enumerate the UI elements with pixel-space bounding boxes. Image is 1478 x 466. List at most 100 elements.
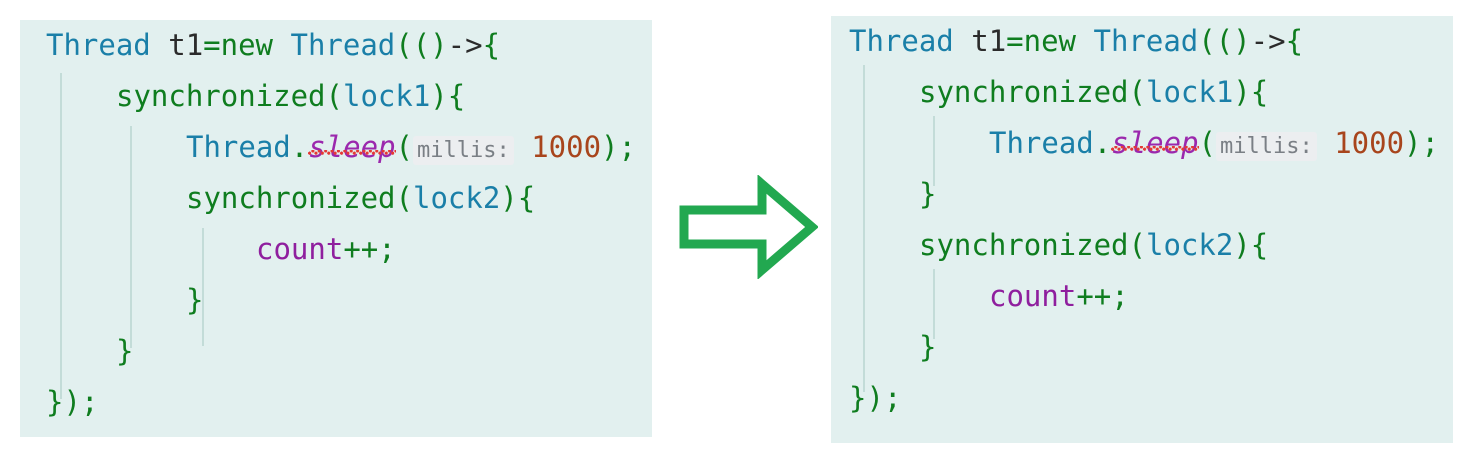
token-punct: )	[63, 385, 81, 419]
indent-guide	[202, 228, 204, 346]
token-punct: (	[1198, 126, 1217, 160]
code-line[interactable]: Thread t1=new Thread(()->{	[20, 20, 652, 71]
code-line[interactable]: Thread.sleep(millis: 1000);	[831, 118, 1453, 169]
code-line[interactable]: Thread.sleep(millis: 1000);	[20, 122, 652, 173]
token-punct: )	[1233, 228, 1251, 262]
token-punct: (	[1128, 75, 1146, 109]
token-method: synchronized	[919, 228, 1129, 262]
token-field: count	[989, 279, 1077, 313]
code-panel-after: Thread t1=new Thread(()->{synchronized(l…	[831, 16, 1453, 443]
token-punct: )	[1233, 75, 1251, 109]
token-punct: {	[1285, 24, 1304, 58]
token-kw: ++	[343, 232, 379, 266]
token-ident: t1	[971, 24, 1007, 58]
token-method: synchronized	[919, 75, 1129, 109]
token-kw: new	[1023, 24, 1077, 58]
code-line[interactable]: }	[831, 322, 1453, 373]
token-punct: {	[1250, 75, 1269, 109]
indent-guide	[933, 116, 935, 186]
token-plain	[151, 28, 168, 62]
token-var: lock2	[412, 181, 501, 215]
code-line[interactable]: count++;	[831, 271, 1453, 322]
token-hint: millis:	[1216, 132, 1317, 161]
token-punct: ;	[80, 385, 99, 419]
token-var: lock1	[342, 79, 431, 113]
token-call: sleep	[1111, 126, 1199, 160]
token-var: lock2	[1145, 228, 1234, 262]
indent-guide	[130, 126, 132, 348]
token-method: synchronized	[116, 79, 326, 113]
token-var: lock1	[1145, 75, 1234, 109]
token-punct: (	[1128, 228, 1146, 262]
token-plain	[1076, 24, 1093, 58]
code-panel-before: Thread t1=new Thread(()->{synchronized(l…	[20, 20, 652, 437]
token-arrow: ->	[447, 28, 483, 62]
token-plain	[1317, 126, 1334, 160]
token-punct: )	[500, 181, 518, 215]
token-punct: ;	[883, 381, 902, 415]
token-type: Thread	[849, 24, 954, 58]
token-punct: }	[849, 381, 867, 415]
token-punct: (	[395, 181, 413, 215]
code-line[interactable]: synchronized(lock2){	[20, 173, 652, 224]
token-punct: (	[325, 79, 343, 113]
code-line[interactable]: Thread t1=new Thread(()->{	[831, 16, 1453, 67]
token-call: sleep	[308, 130, 396, 164]
token-hint: millis:	[413, 136, 514, 165]
token-punct: }	[919, 330, 937, 364]
token-field: count	[256, 232, 344, 266]
indent-guide	[933, 269, 935, 339]
code-line[interactable]: }	[831, 169, 1453, 220]
token-type: Thread	[46, 28, 151, 62]
code-line[interactable]: count++;	[20, 224, 652, 275]
token-punct: }	[116, 334, 134, 368]
token-punct: (	[395, 130, 414, 164]
token-kw: new	[220, 28, 274, 62]
code-line[interactable]: }	[20, 326, 652, 377]
token-kw: ++	[1076, 279, 1112, 313]
token-punct: ;	[618, 130, 636, 164]
token-punct: {	[1250, 228, 1269, 262]
token-plain	[273, 28, 290, 62]
code-line[interactable]: synchronized(lock2){	[831, 220, 1453, 271]
code-line[interactable]: }	[20, 275, 652, 326]
token-punct: )	[866, 381, 884, 415]
token-type: Thread	[1093, 24, 1199, 58]
token-num: 1000	[531, 130, 602, 164]
token-punct: )	[1233, 24, 1251, 58]
code-line[interactable]: });	[20, 377, 652, 428]
token-punct: ((	[1198, 24, 1234, 58]
code-line[interactable]: });	[831, 373, 1453, 424]
token-punct: ;	[1111, 279, 1129, 313]
token-kw: =	[203, 28, 221, 62]
token-type: Thread	[989, 126, 1094, 160]
token-punct: }	[46, 385, 64, 419]
token-ident: t1	[168, 28, 204, 62]
token-punct: {	[517, 181, 536, 215]
token-punct: )	[1404, 126, 1422, 160]
code-line[interactable]: synchronized(lock1){	[20, 71, 652, 122]
token-num: 1000	[1334, 126, 1405, 160]
token-punct: ;	[1421, 126, 1439, 160]
code-line[interactable]: synchronized(lock1){	[831, 67, 1453, 118]
token-punct: )	[430, 79, 448, 113]
token-method: synchronized	[186, 181, 396, 215]
token-type: Thread	[290, 28, 396, 62]
token-punct: .	[1093, 126, 1112, 160]
token-punct: )	[601, 130, 619, 164]
token-plain	[954, 24, 971, 58]
token-punct: )	[430, 28, 448, 62]
token-type: Thread	[186, 130, 291, 164]
token-punct: {	[447, 79, 466, 113]
right-arrow-icon	[679, 175, 818, 279]
token-punct: .	[290, 130, 309, 164]
token-plain	[514, 130, 531, 164]
token-punct: ;	[378, 232, 396, 266]
token-punct: }	[186, 283, 204, 317]
token-punct: {	[482, 28, 501, 62]
token-punct: ((	[395, 28, 431, 62]
indent-guide	[863, 65, 865, 392]
token-arrow: ->	[1250, 24, 1286, 58]
token-punct: }	[919, 177, 937, 211]
token-kw: =	[1006, 24, 1024, 58]
